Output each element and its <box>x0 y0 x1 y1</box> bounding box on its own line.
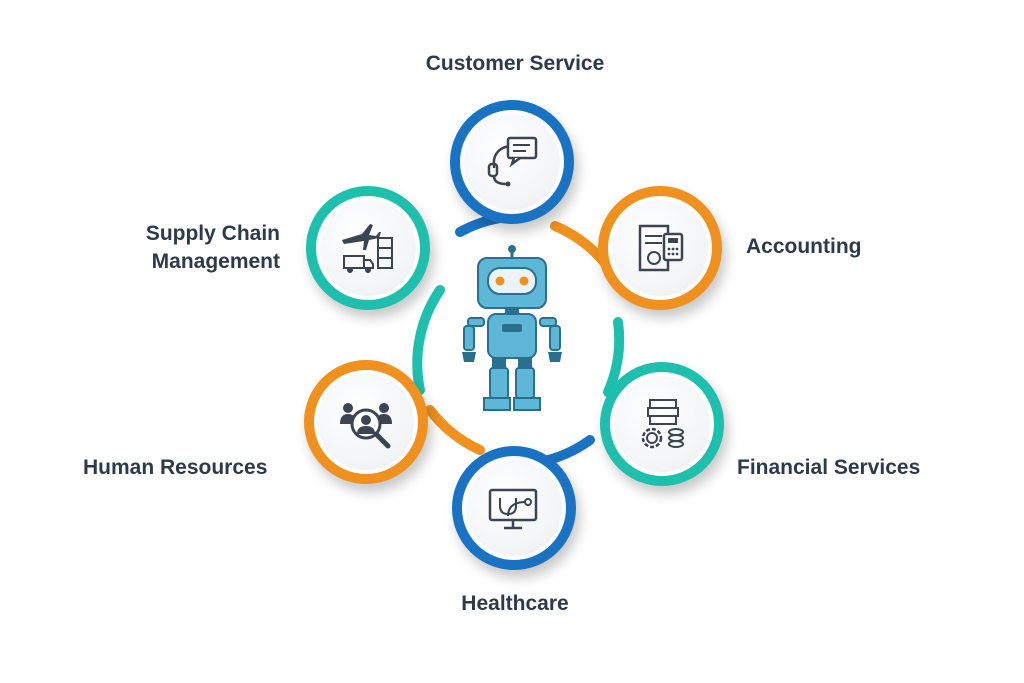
headset-chat-icon <box>487 136 538 187</box>
node-accounting <box>598 186 722 310</box>
node-customer-service <box>450 100 574 224</box>
arc-orange-lower-left <box>425 405 485 455</box>
node-supply-chain <box>306 186 430 310</box>
people-search-icon <box>340 403 392 449</box>
node-healthcare <box>452 446 576 570</box>
label-supply-chain-line1: Supply Chain <box>145 222 280 245</box>
ledger-calculator-icon <box>638 224 684 272</box>
arc-teal-left <box>412 285 445 395</box>
monitor-stethoscope-icon <box>488 488 538 530</box>
money-gear-icon <box>641 399 684 449</box>
label-supply-chain: Supply Chain Management <box>110 220 280 276</box>
arc-teal-right <box>603 317 625 397</box>
plane-truck-boxes-icon <box>342 224 393 273</box>
node-financial-services <box>600 362 724 486</box>
label-customer-service: Customer Service <box>425 52 605 75</box>
label-supply-chain-line2: Management <box>151 250 280 273</box>
label-human-resources: Human Resources <box>83 456 268 479</box>
label-accounting: Accounting <box>746 235 862 258</box>
robot-icon <box>462 245 562 411</box>
label-healthcare: Healthcare <box>461 592 569 615</box>
label-financial-services: Financial Services <box>737 456 921 479</box>
node-human-resources <box>304 360 428 484</box>
